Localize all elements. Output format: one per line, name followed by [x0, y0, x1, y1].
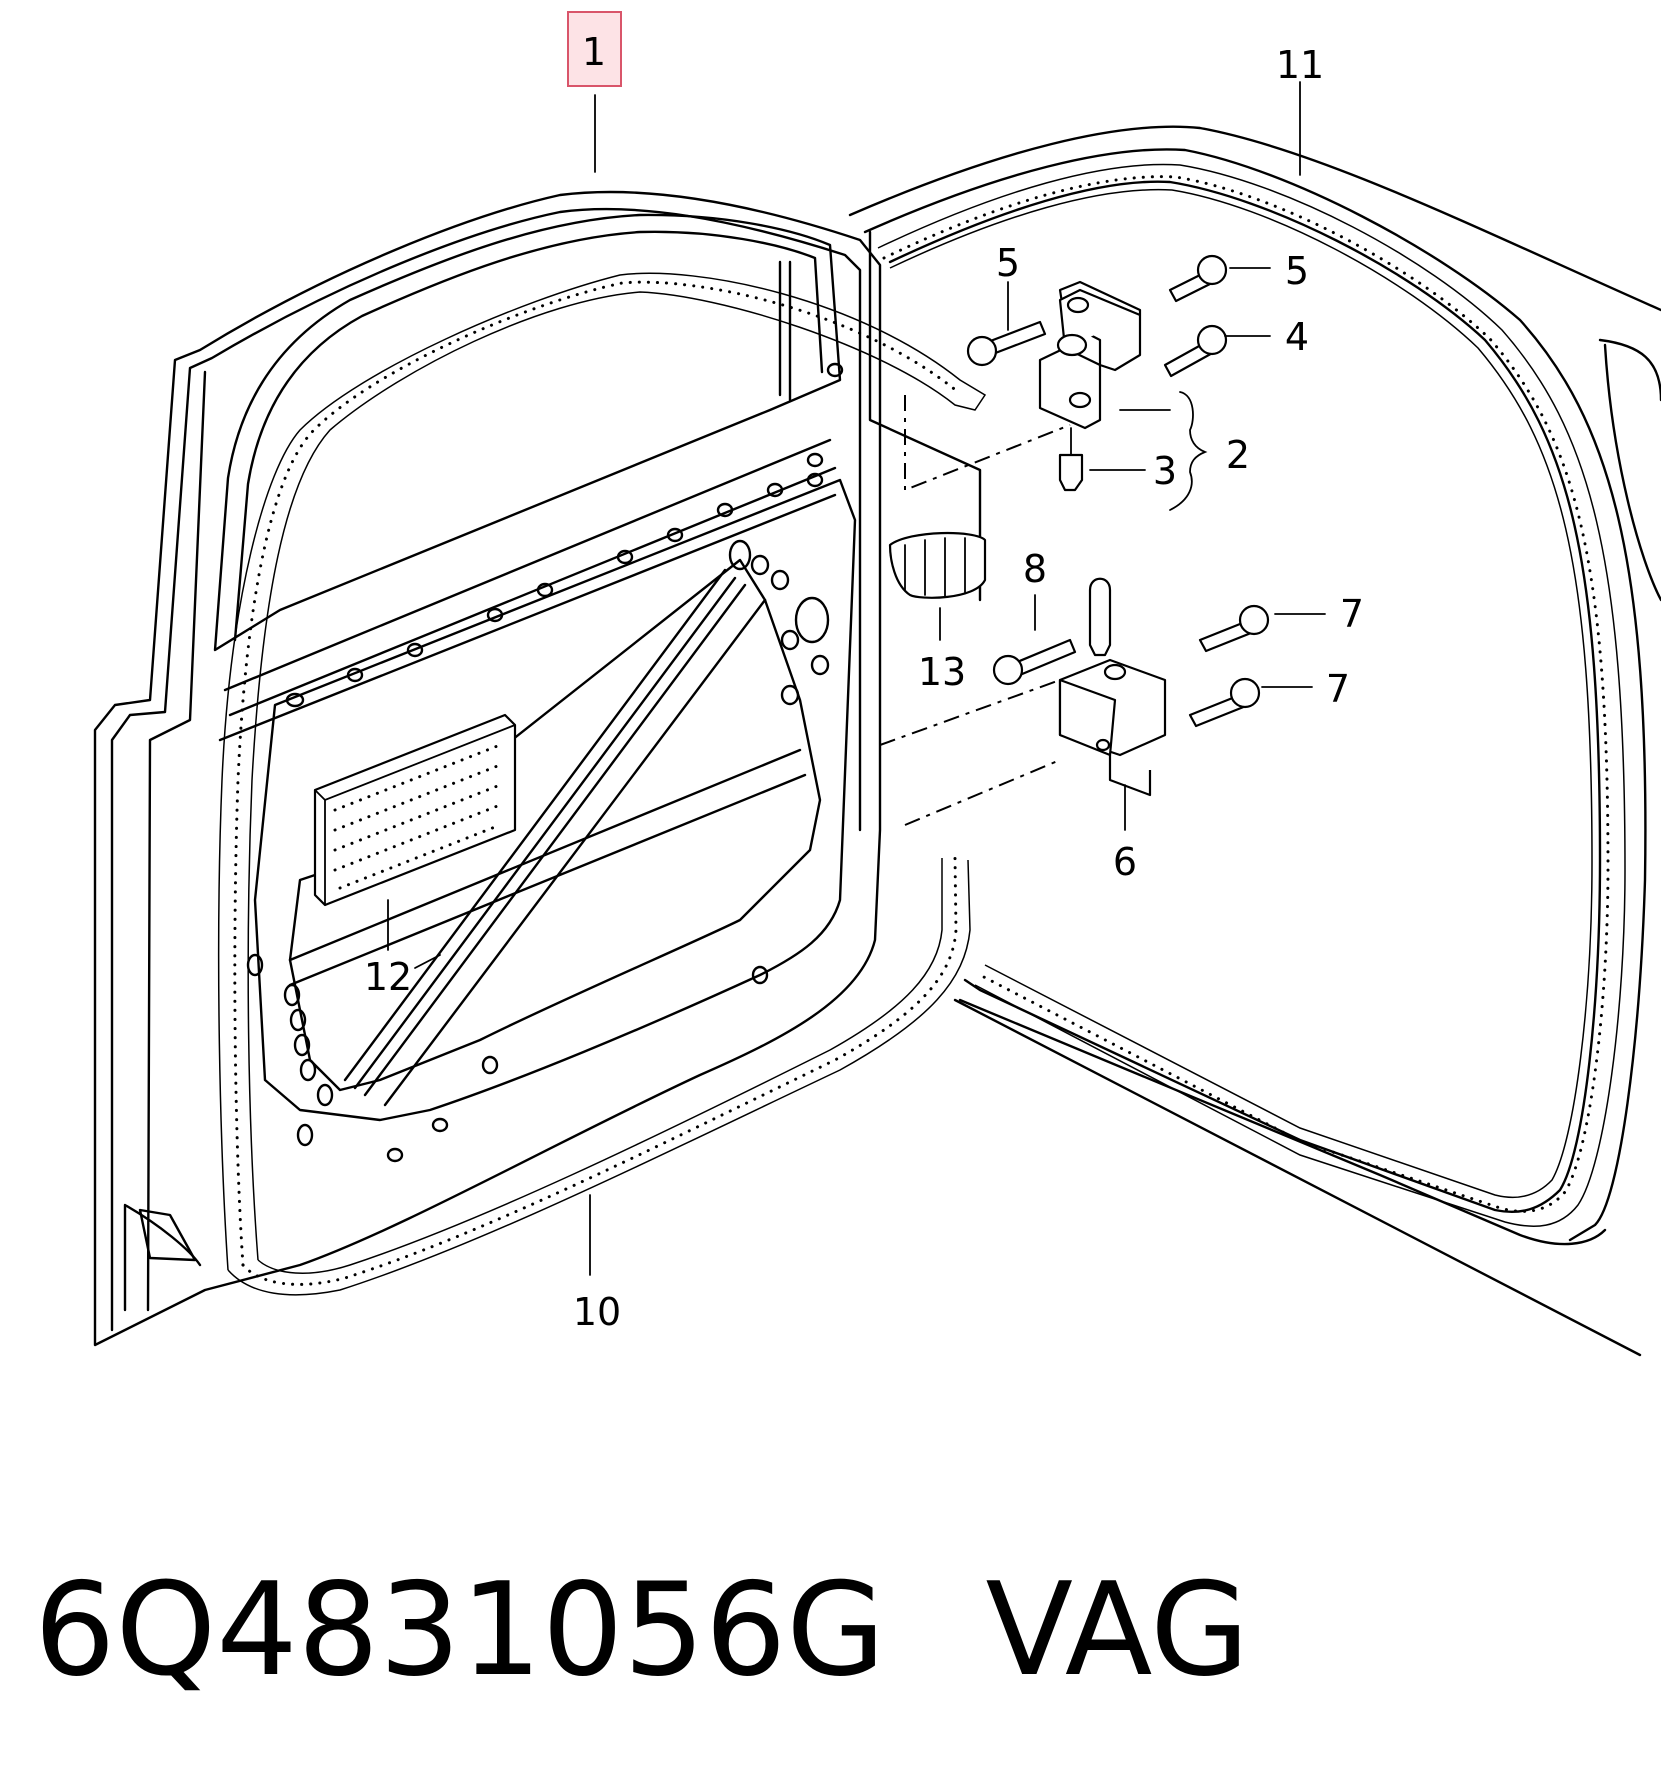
door-exploded-diagram: 1 11 5 5 4 3 2 8 7 7 13 6 12 10 — [93, 11, 1661, 1357]
leader-lines — [387, 81, 1326, 1276]
door-shell — [93, 190, 882, 1347]
door-buffer — [888, 531, 987, 599]
lower-hinge[interactable] — [1058, 577, 1167, 797]
callouts: 1 11 5 5 4 3 2 8 7 7 13 6 12 10 — [364, 11, 1364, 1334]
callout-5-right[interactable]: 5 — [1285, 249, 1309, 293]
part-caption: 6Q4831056G VAG — [34, 1556, 1249, 1705]
hinge-bolts-lower — [992, 604, 1270, 728]
callout-7-lower[interactable]: 7 — [1326, 667, 1350, 711]
callout-10[interactable]: 10 — [573, 1290, 621, 1334]
callout-13[interactable]: 13 — [918, 650, 966, 694]
callout-2[interactable]: 2 — [1226, 433, 1250, 477]
callout-7-upper[interactable]: 7 — [1340, 592, 1364, 636]
callout-8[interactable]: 8 — [1023, 547, 1047, 591]
callout-12[interactable]: 12 — [364, 955, 412, 999]
panel-holes — [246, 362, 844, 1163]
callout-4[interactable]: 4 — [1285, 315, 1309, 359]
assembly-lines — [879, 395, 1071, 826]
callout-5-left[interactable]: 5 — [996, 241, 1020, 285]
callout-1[interactable]: 1 — [582, 30, 606, 74]
body-door-opening — [848, 125, 1661, 1357]
door-seal — [217, 272, 987, 1296]
callout-1-highlight — [567, 11, 622, 87]
upper-hinge[interactable] — [1038, 280, 1142, 492]
part-number: 6Q4831056G — [34, 1555, 886, 1705]
callout-6[interactable]: 6 — [1113, 840, 1137, 884]
insulation-pad — [313, 713, 517, 907]
callout-11[interactable]: 11 — [1276, 43, 1324, 87]
brand-name: VAG — [985, 1555, 1250, 1705]
callout-3[interactable]: 3 — [1153, 449, 1177, 493]
body-seal — [877, 163, 1626, 1227]
hinge-bolts-upper — [966, 254, 1228, 378]
